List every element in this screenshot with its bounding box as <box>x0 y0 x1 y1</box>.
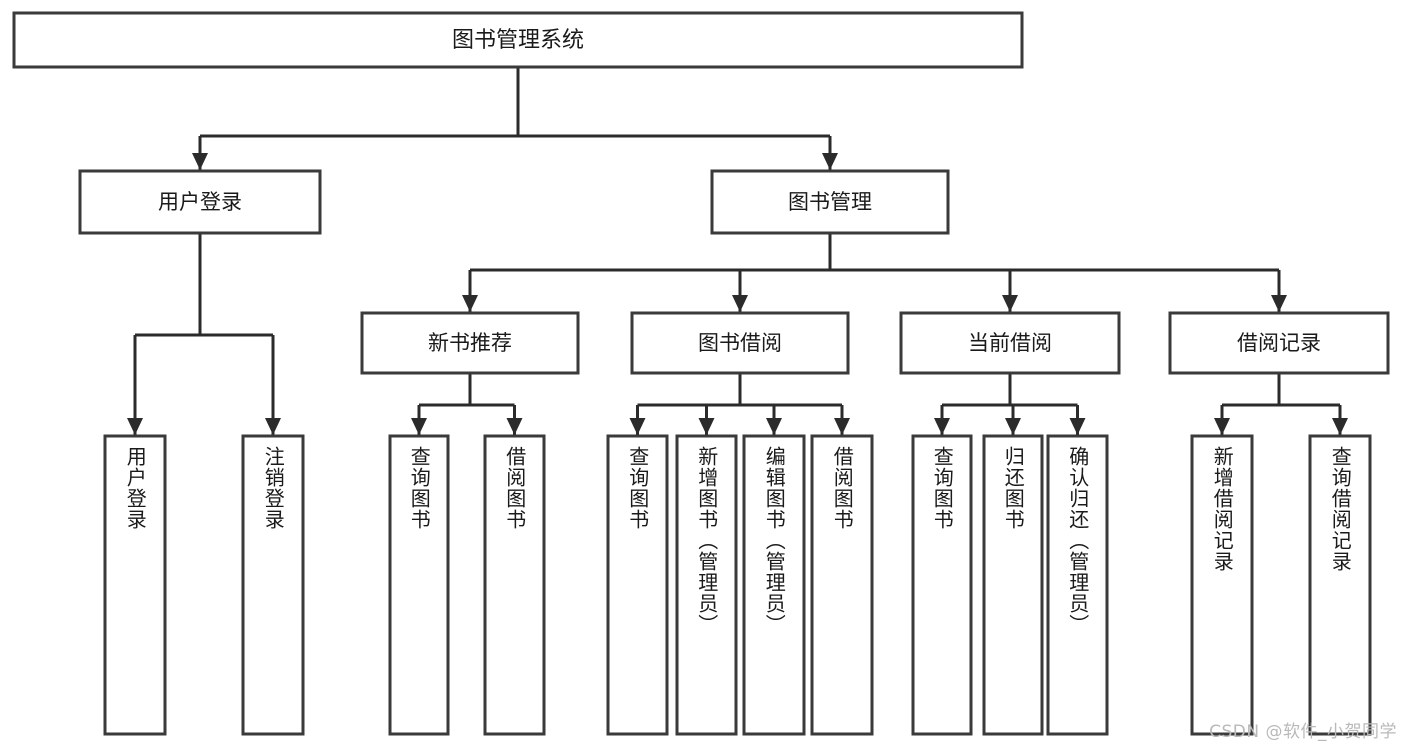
root-node-label: 图书管理系统 <box>452 28 584 53</box>
arrow-head-icon <box>192 153 208 170</box>
arrow-head-icon <box>1332 418 1348 435</box>
leaf-node-box <box>388 434 450 736</box>
leaf-node-box <box>810 434 874 736</box>
level3-node-box <box>360 311 580 375</box>
leaf-node-box <box>606 434 669 736</box>
arrow-head-icon <box>934 418 950 435</box>
arrow-head-icon <box>1069 418 1086 435</box>
arrow-head-icon <box>506 418 523 435</box>
arrow-head-icon <box>127 418 143 435</box>
arrow-head-icon <box>766 418 782 435</box>
leaf-node-box <box>1308 434 1372 736</box>
leaf-node-box <box>1046 434 1109 736</box>
leaf-node-box <box>103 434 167 736</box>
connector-layer <box>127 67 1348 435</box>
arrow-head-icon <box>265 418 281 435</box>
arrow-head-icon <box>698 418 715 435</box>
level3-node-box <box>899 311 1121 375</box>
level3-node-box <box>1168 311 1390 375</box>
arrow-head-icon <box>462 295 478 312</box>
leaf-node-box <box>675 434 738 736</box>
arrow-head-icon <box>411 418 427 435</box>
leaf-node-box <box>742 434 806 736</box>
level3-node-label: 图书借阅 <box>698 331 782 355</box>
root-node-box <box>12 11 1024 69</box>
leaf-node-box <box>982 434 1044 736</box>
node-box-layer <box>12 11 1390 736</box>
level2-node-box <box>710 169 950 235</box>
arrow-head-icon <box>1002 295 1018 312</box>
level2-node-box <box>78 169 322 235</box>
arrow-head-icon <box>822 153 838 170</box>
level2-node-label: 图书管理 <box>788 190 872 214</box>
leaf-node-box <box>241 434 305 736</box>
arrow-head-icon <box>1214 418 1230 435</box>
arrow-head-icon <box>629 418 646 435</box>
arrow-head-icon <box>1271 295 1287 312</box>
arrow-head-icon <box>732 295 748 312</box>
level3-node-label: 当前借阅 <box>968 331 1052 355</box>
watermark: CSDN @软件_小贺同学 <box>1209 722 1397 742</box>
leaf-node-box <box>911 434 973 736</box>
leaf-node-box <box>483 434 546 736</box>
arrow-head-icon <box>834 418 850 435</box>
arrow-head-icon <box>1005 418 1021 435</box>
level2-node-label: 用户登录 <box>158 190 242 214</box>
level3-node-label: 借阅记录 <box>1237 331 1321 355</box>
leaf-node-box <box>1190 434 1254 736</box>
level3-node-label: 新书推荐 <box>428 331 512 355</box>
level3-node-box <box>630 311 850 375</box>
